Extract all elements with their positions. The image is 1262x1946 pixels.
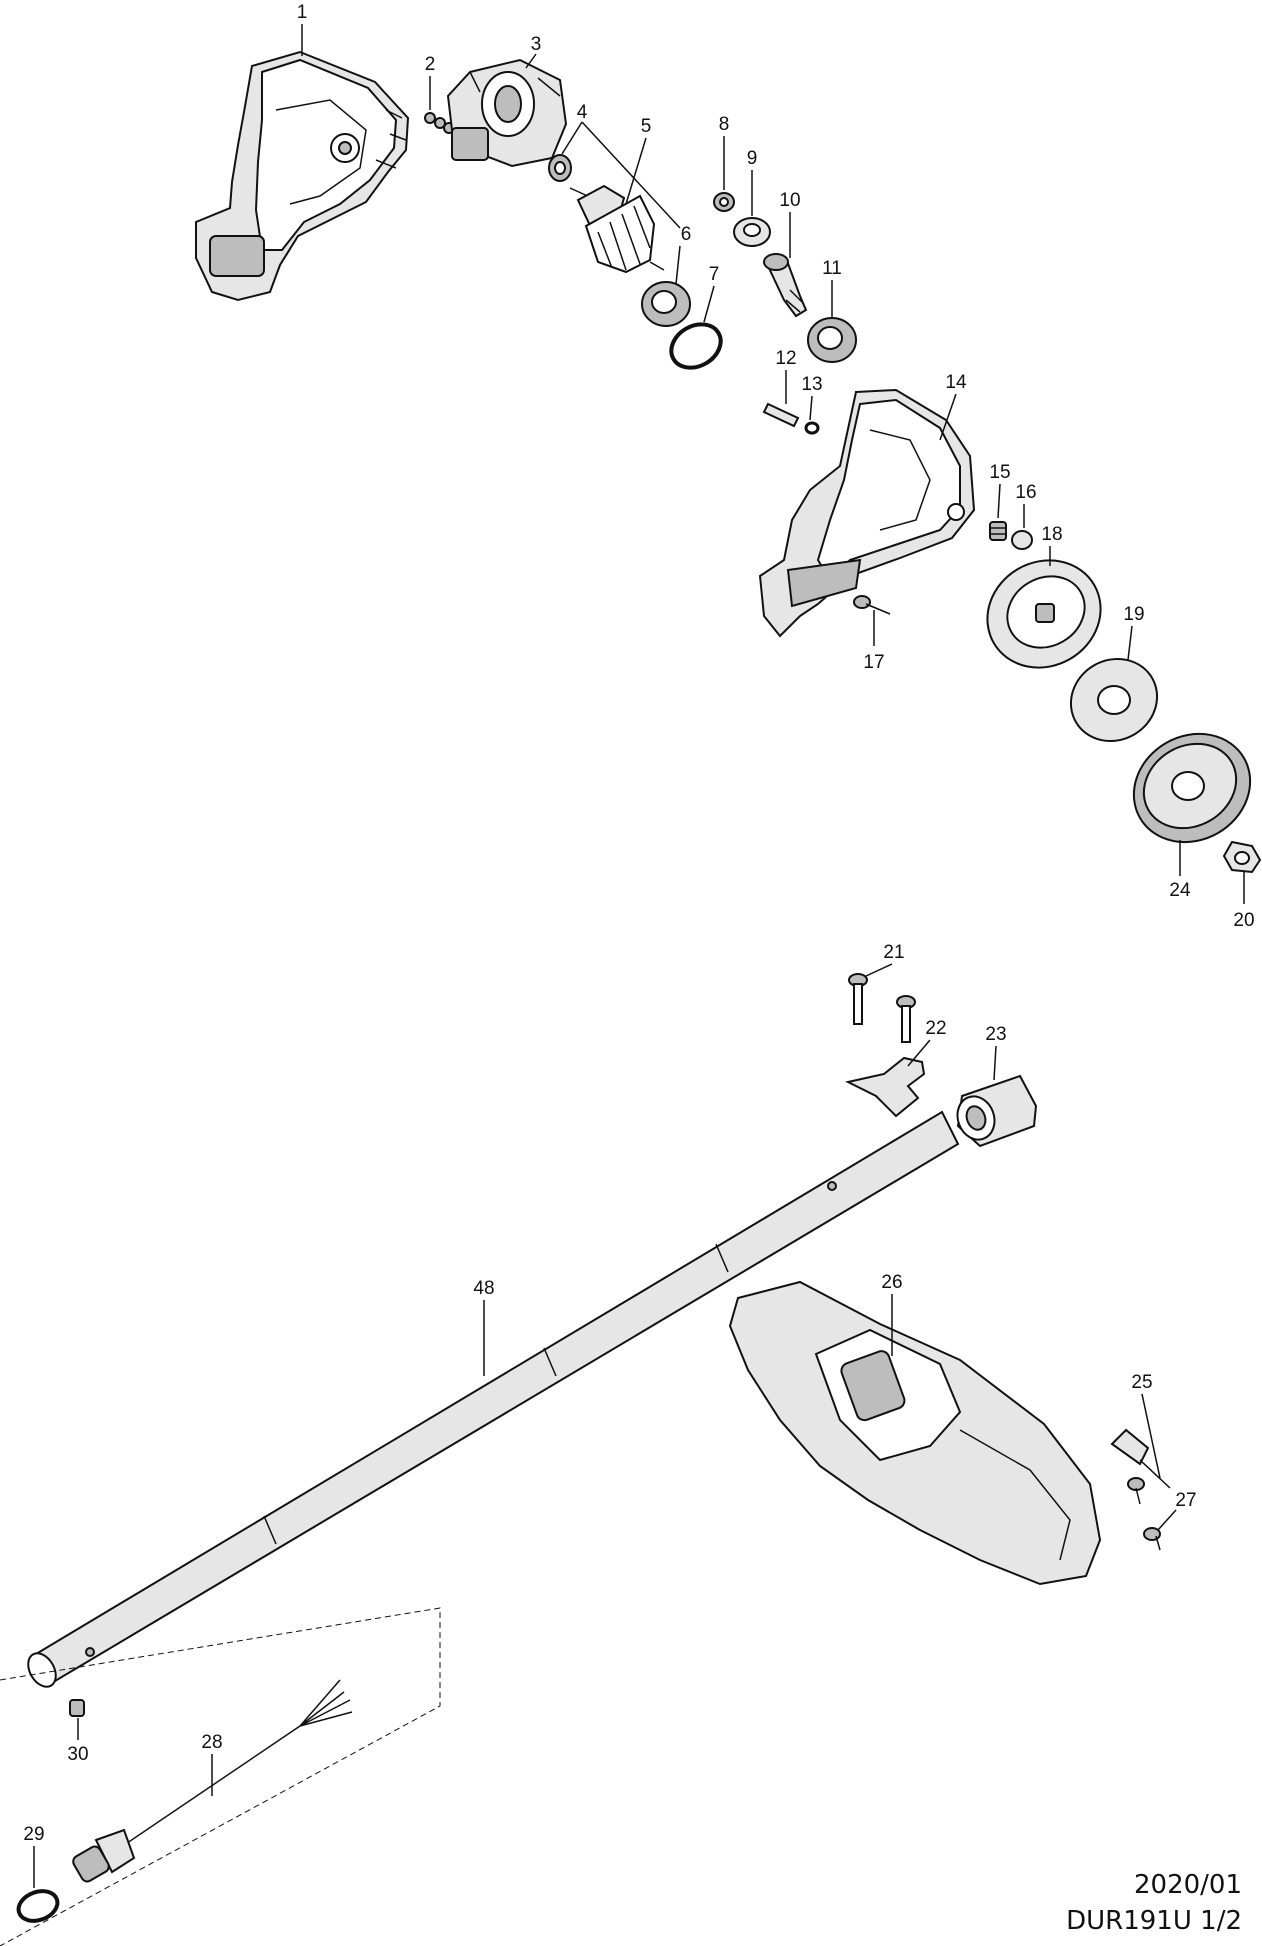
part-17-screw[interactable] [853, 595, 891, 615]
callout-2: 2 [425, 54, 436, 75]
callout-11: 11 [822, 258, 842, 279]
callout-10: 10 [779, 190, 800, 211]
part-15-spring[interactable] [989, 521, 1007, 541]
callout-7: 7 [709, 264, 720, 285]
part-12-pin[interactable] [762, 402, 800, 428]
part-8-nut[interactable] [713, 192, 735, 212]
part-27-screws[interactable] [1127, 1477, 1161, 1551]
callout-25: 25 [1131, 1372, 1152, 1393]
callout-14: 14 [945, 372, 967, 393]
callout-23: 23 [985, 1024, 1006, 1045]
part-4-bearing[interactable] [548, 154, 572, 182]
callout-48: 48 [473, 1278, 494, 1299]
callout-26: 26 [881, 1272, 902, 1293]
part-13-ring[interactable] [804, 421, 820, 435]
callout-17: 17 [863, 652, 884, 673]
callout-21: 21 [883, 942, 904, 963]
part-5-armature[interactable] [569, 184, 665, 274]
part-18-spool-cover[interactable] [968, 540, 1120, 688]
callout-3: 3 [531, 34, 542, 55]
callout-24: 24 [1169, 880, 1191, 901]
part-9-washer[interactable] [733, 217, 771, 247]
callout-13: 13 [801, 374, 822, 395]
part-2-screws[interactable] [424, 112, 455, 134]
callout-28: 28 [201, 1732, 222, 1753]
part-29-o-ring[interactable] [14, 1886, 61, 1926]
callout-19: 19 [1123, 604, 1144, 625]
callout-8: 8 [719, 114, 730, 135]
callout-29: 29 [23, 1824, 44, 1845]
callout-4: 4 [577, 102, 588, 123]
part-3-brush-holder[interactable] [446, 58, 568, 168]
callout-15: 15 [989, 462, 1010, 483]
part-1-motor-housing[interactable] [195, 50, 410, 302]
callout-12: 12 [775, 348, 796, 369]
callout-27: 27 [1175, 1490, 1196, 1511]
part-7-o-ring[interactable] [663, 316, 728, 377]
callout-30: 30 [67, 1744, 88, 1765]
part-22-bolt-bracket[interactable] [845, 995, 926, 1118]
callout-1: 1 [297, 2, 308, 23]
callout-18: 18 [1041, 524, 1062, 545]
part-28-wiring-harness[interactable] [71, 1679, 353, 1884]
part-25-line-cutter[interactable] [1110, 1428, 1171, 1489]
callout-20: 20 [1233, 910, 1254, 931]
footer-date: 2020/01 [1133, 1870, 1242, 1900]
part-19-spool[interactable] [1056, 643, 1172, 756]
callout-5: 5 [641, 116, 652, 137]
part-20-nut[interactable] [1222, 840, 1262, 874]
part-23-clamp-sleeve[interactable] [952, 1074, 1038, 1148]
part-6-bearing[interactable] [641, 281, 691, 327]
callout-6: 6 [681, 224, 692, 245]
part-16-cap[interactable] [1011, 530, 1033, 550]
footer-model-page: DUR191U 1/2 [1066, 1906, 1242, 1936]
part-10-spindle[interactable] [763, 253, 808, 318]
part-48-shaft[interactable] [23, 1110, 960, 1692]
part-21-bolt[interactable] [848, 973, 868, 1025]
callout-9: 9 [747, 148, 758, 169]
part-14-gear-housing[interactable] [758, 388, 976, 638]
part-24-bump-knob[interactable] [1114, 713, 1262, 863]
part-30-cap[interactable] [69, 1699, 85, 1717]
callout-22: 22 [925, 1018, 946, 1039]
part-11-bearing[interactable] [807, 317, 857, 363]
part-26-guard[interactable] [728, 1280, 1102, 1586]
callout-16: 16 [1015, 482, 1036, 503]
